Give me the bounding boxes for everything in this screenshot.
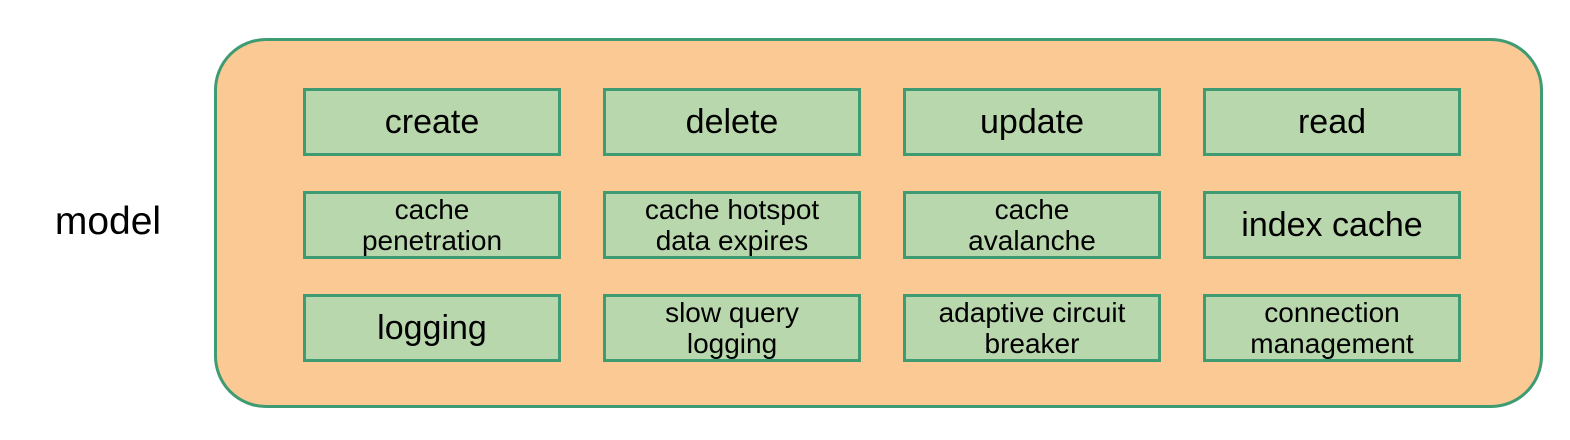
node-logging-label: logging bbox=[377, 308, 487, 347]
node-connection-management[interactable]: connection management bbox=[1203, 294, 1461, 362]
node-cache-avalanche-label: cache avalanche bbox=[968, 193, 1096, 256]
node-cache-penetration-label: cache penetration bbox=[361, 193, 503, 256]
node-cache-hotspot-data-expires-label: cache hotspot data expires bbox=[644, 193, 820, 256]
node-adaptive-circuit-breaker-label: adaptive circuit breaker bbox=[938, 296, 1126, 359]
model-group-container: create delete update read cache penetrat… bbox=[214, 38, 1543, 408]
node-slow-query-logging-label: slow query logging bbox=[665, 296, 799, 359]
node-adaptive-circuit-breaker[interactable]: adaptive circuit breaker bbox=[903, 294, 1161, 362]
node-slow-query-logging[interactable]: slow query logging bbox=[603, 294, 861, 362]
node-connection-management-label: connection management bbox=[1250, 296, 1414, 359]
node-cache-penetration[interactable]: cache penetration bbox=[303, 191, 561, 259]
group-side-label: model bbox=[54, 200, 162, 243]
node-index-cache[interactable]: index cache bbox=[1203, 191, 1461, 259]
node-read-label: read bbox=[1297, 102, 1367, 141]
node-cache-hotspot-data-expires[interactable]: cache hotspot data expires bbox=[603, 191, 861, 259]
node-cache-avalanche[interactable]: cache avalanche bbox=[903, 191, 1161, 259]
node-grid: create delete update read cache penetrat… bbox=[303, 88, 1461, 363]
node-update-label: update bbox=[980, 102, 1084, 141]
node-create[interactable]: create bbox=[303, 88, 561, 156]
node-logging[interactable]: logging bbox=[303, 294, 561, 362]
node-index-cache-label: index cache bbox=[1241, 205, 1423, 244]
node-delete-label: delete bbox=[685, 102, 779, 141]
node-delete[interactable]: delete bbox=[603, 88, 861, 156]
node-create-label: create bbox=[384, 102, 480, 141]
node-read[interactable]: read bbox=[1203, 88, 1461, 156]
node-update[interactable]: update bbox=[903, 88, 1161, 156]
